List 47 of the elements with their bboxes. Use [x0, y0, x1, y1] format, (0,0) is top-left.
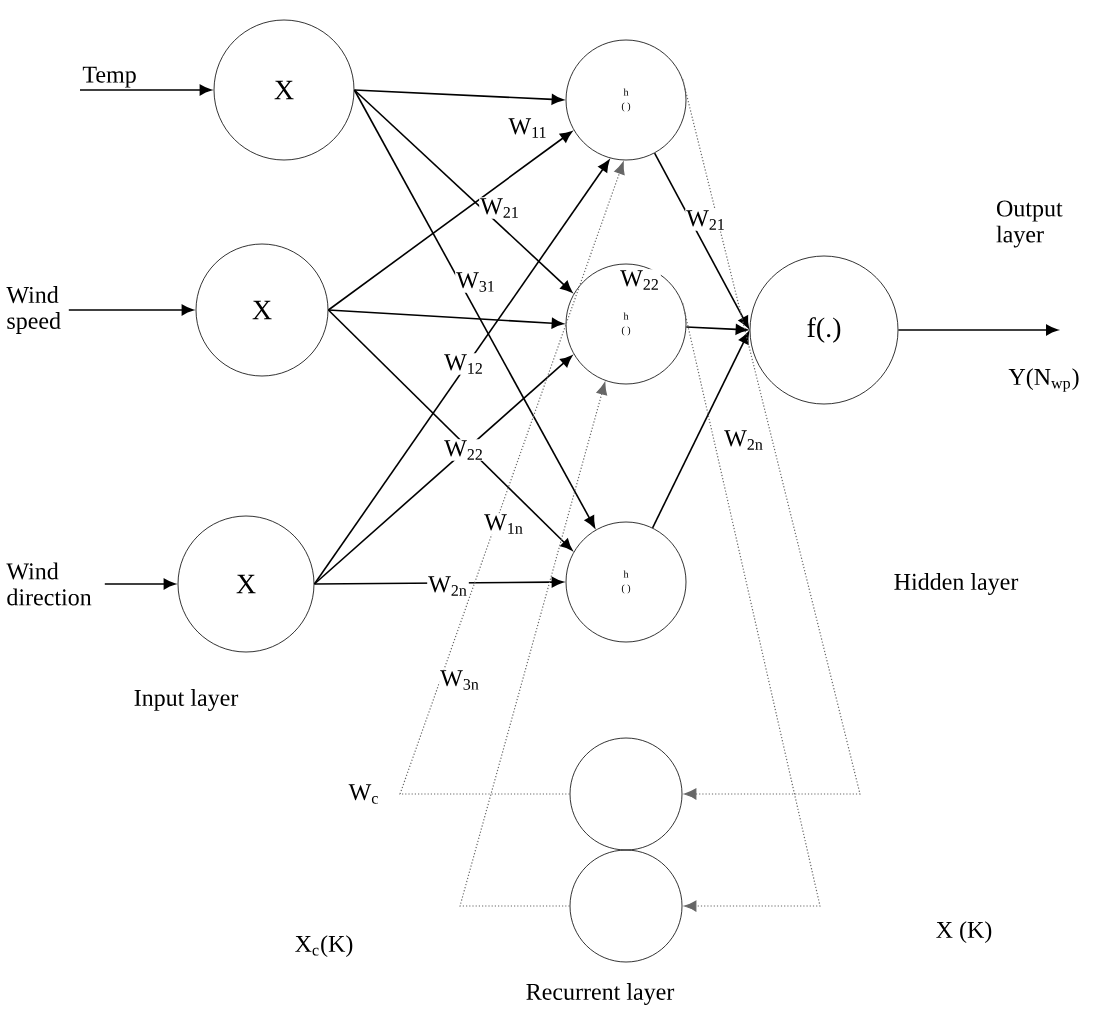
weight-label: W$_{31}$ — [455, 271, 497, 293]
layer-label: Output layer — [995, 199, 1077, 249]
signal-label: X$_{c}$(K) — [293, 934, 355, 958]
recurrent-neuron — [569, 737, 683, 851]
arrow — [79, 84, 212, 96]
input-label: Temp — [82, 66, 136, 88]
arrow — [313, 159, 610, 585]
arrow — [353, 89, 573, 293]
weight-label: W$_{c}$ — [347, 783, 381, 805]
weight-label: W$_{2n}$ — [723, 429, 765, 451]
weight-label: W$_{22}$ — [443, 439, 485, 461]
arrow — [313, 355, 573, 585]
weight-label: W$_{21}$ — [479, 197, 521, 219]
weight-label: W$_{1n}$ — [483, 513, 525, 535]
arrow — [459, 382, 608, 907]
arrow — [399, 161, 625, 795]
weight-label: W$_{12}$ — [443, 353, 485, 375]
arrow — [682, 302, 821, 912]
recurrent-neuron — [569, 849, 683, 963]
input-label: Wind direction — [6, 562, 92, 606]
weight-label: W$_{11}$ — [507, 117, 549, 139]
input-neuron: X — [195, 243, 329, 377]
arrow — [897, 324, 1058, 336]
arrow — [353, 89, 596, 528]
output-neuron: f(.) — [749, 255, 899, 405]
arrow — [68, 304, 194, 316]
weight-label: W$_{2n}$ — [427, 575, 469, 597]
weight-label: W$_{21}$ — [685, 209, 727, 231]
signal-label: X (K) — [934, 920, 994, 944]
arrow — [653, 152, 750, 329]
arrow — [327, 309, 564, 329]
weight-label: W$_{3n}$ — [439, 669, 481, 691]
arrow — [651, 331, 750, 529]
arrow — [327, 309, 573, 551]
arrow — [682, 78, 861, 800]
arrow — [353, 89, 564, 105]
input-neuron: X — [177, 515, 315, 653]
input-neuron: X — [213, 19, 355, 161]
arrow — [685, 324, 748, 335]
arrow — [313, 576, 564, 588]
layer-label: Hidden layer — [892, 572, 1020, 596]
arrow — [327, 131, 573, 311]
layer-label: Input layer — [132, 688, 240, 712]
weight-label: W$_{22}$ — [619, 269, 661, 291]
signal-label: Y(N$_{wp}$) — [1007, 367, 1081, 393]
input-label: Wind speed — [6, 286, 61, 334]
arrow — [104, 578, 176, 590]
